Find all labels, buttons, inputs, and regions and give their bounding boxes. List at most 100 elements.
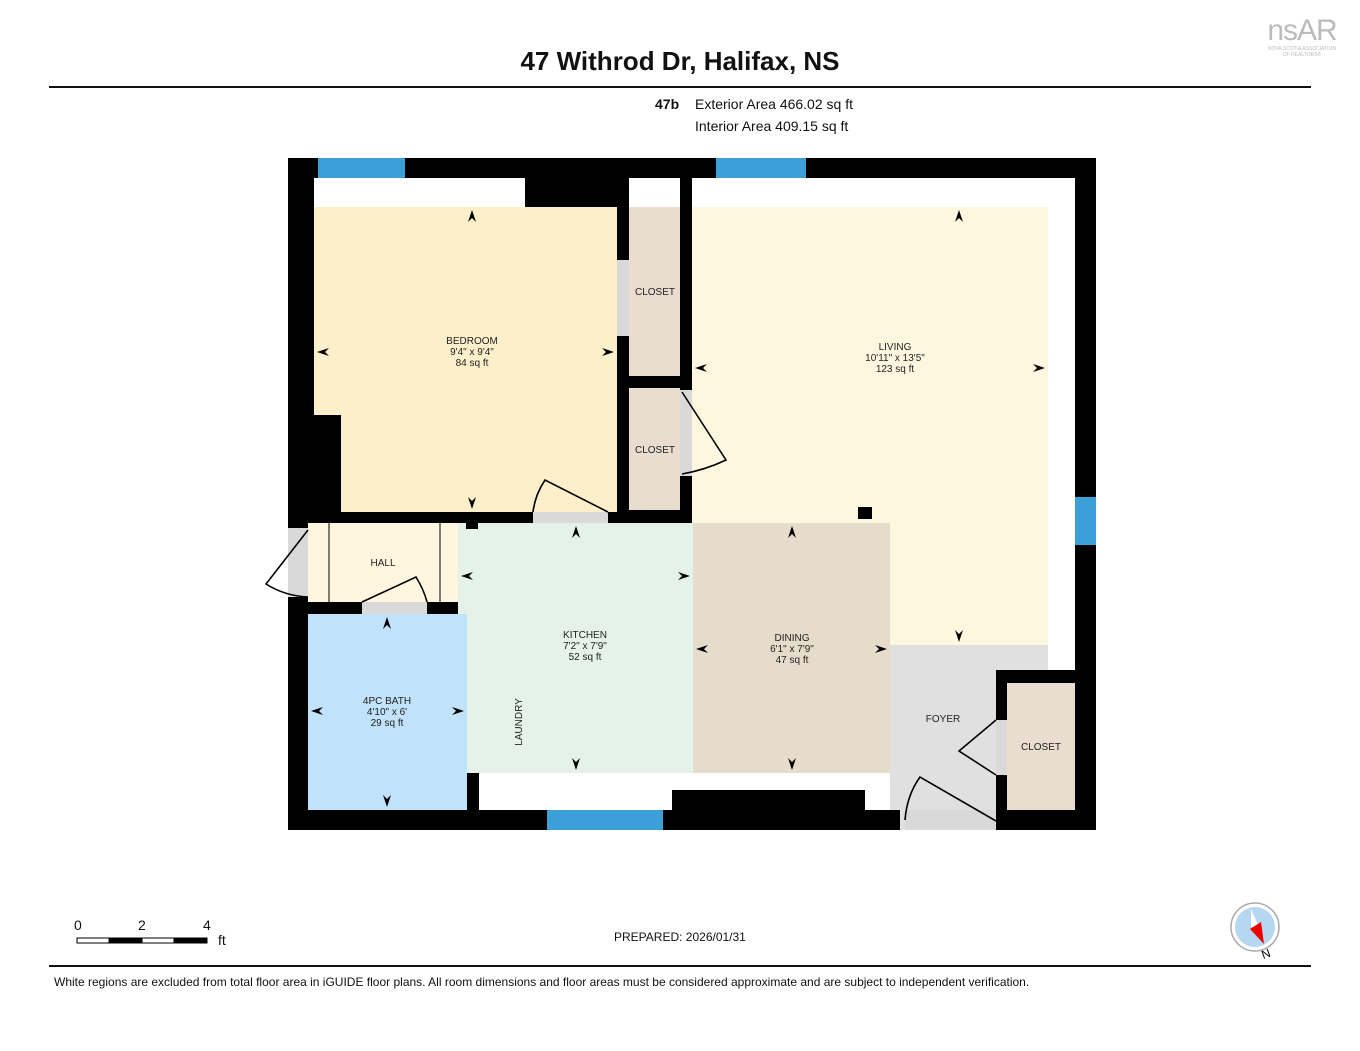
dimension-arrow [602,348,614,356]
column [858,507,872,519]
window [547,810,663,830]
hall-name: HALL [370,558,395,569]
scale-label-0: 0 [74,917,82,933]
window [716,158,806,178]
laundry-label: LAUNDRY [514,698,525,746]
bath-dims: 4'10" x 6' [367,707,407,718]
window [1075,497,1096,545]
compass-north-label: N [1260,946,1273,962]
excluded-region [314,178,525,207]
wall-block [672,790,865,810]
room-dining [693,523,890,773]
dimension-arrow [572,526,580,538]
unit-label: 47b [655,96,680,112]
closet-opening [617,260,629,336]
room-closet-3 [1007,683,1075,810]
closet-door-opening [680,390,692,476]
compass-icon [1230,902,1280,952]
scale-label-4: 4 [203,917,211,933]
door-swings [264,391,997,822]
scale-bar [76,937,208,944]
dimension-arrow [468,210,476,222]
page-title: 47 Withrod Dr, Halifax, NS [520,46,840,76]
bath-door-opening [362,602,427,614]
dimension-arrow [875,645,887,653]
dimension-arrow [678,572,690,580]
windows [318,158,1096,830]
logo-sub2: OF REALTORS® [1282,52,1322,58]
foyer-name: FOYER [926,714,960,725]
room-kitchen [458,523,693,773]
foyer-door-opening [905,810,996,830]
logo-sub1: NOVA SCOTIA ASSOCIATION [1267,46,1337,52]
dimension-arrow [452,707,464,715]
scale-segment [108,937,143,944]
dimension-arrows [311,210,1045,807]
room-hall [308,523,458,602]
kitchen-area: 52 sq ft [569,652,602,663]
bedroom-name: BEDROOM [446,336,498,347]
room-bath [308,614,467,810]
scale-segment [173,937,208,944]
closet-door [681,391,728,475]
dimension-arrow [955,630,963,642]
dimension-arrow [788,758,796,770]
scale-segment [141,937,175,944]
closet2-name: CLOSET [635,445,675,456]
scale-segment [76,937,110,944]
bath-area: 29 sq ft [371,718,404,729]
dimension-arrow [461,572,473,580]
dimension-arrow [696,645,708,653]
excluded-region [692,178,1075,207]
interior-area: Interior Area 409.15 sq ft [695,118,849,134]
dimension-arrow [383,795,391,807]
bedroom-door-opening [533,512,608,523]
hall-entry-door [264,529,309,598]
room-closet-2 [629,388,680,510]
dimension-arrow [468,497,476,509]
dimension-arrow [695,364,707,372]
prepared-date: PREPARED: 2026/01/31 [614,930,746,944]
room-closet-1 [629,207,680,376]
closet3-opening [996,720,1007,775]
dimension-arrow [311,707,323,715]
living-dims: 10'11" x 13'5" [865,353,925,364]
bedroom-dims: 9'4" x 9'4" [450,347,494,358]
dining-name: DINING [775,633,810,644]
disclaimer: White regions are excluded from total fl… [54,975,1030,989]
closet1-name: CLOSET [635,287,675,298]
wall [996,670,1075,683]
wall-notch [314,415,341,512]
bedroom-door [532,478,609,513]
excluded-region [1048,178,1075,670]
column [466,519,478,529]
window [318,158,405,178]
logo-main: nsAR [1267,14,1337,47]
hall-entry-opening [288,528,308,597]
scale-unit: ft [218,932,226,948]
footer-divider [49,965,1311,967]
dining-dims: 6'1" x 7'9" [770,644,814,655]
room-bedroom [314,207,617,512]
dining-area: 47 sq ft [776,655,809,666]
dimension-arrow [383,617,391,629]
closet3-door [957,719,997,776]
exterior-area: Exterior Area 466.02 sq ft [695,96,853,112]
kitchen-name: KITCHEN [563,630,607,641]
dimension-arrow [317,348,329,356]
foyer-door [904,775,997,822]
dimension-arrow [788,526,796,538]
scale-label-2: 2 [138,917,146,933]
bedroom-area: 84 sq ft [456,358,489,369]
kitchen-dims: 7'2" x 7'9" [563,641,607,652]
nsar-logo: nsAR NOVA SCOTIA ASSOCIATION OF REALTORS… [1254,14,1350,59]
dimension-arrow [572,758,580,770]
living-area: 123 sq ft [876,364,915,375]
bath-name: 4PC BATH [363,696,411,707]
dimension-arrow [1033,364,1045,372]
excluded-region [629,178,680,207]
title-divider [49,86,1311,88]
bath-door [361,575,428,603]
dimension-arrow [955,210,963,222]
